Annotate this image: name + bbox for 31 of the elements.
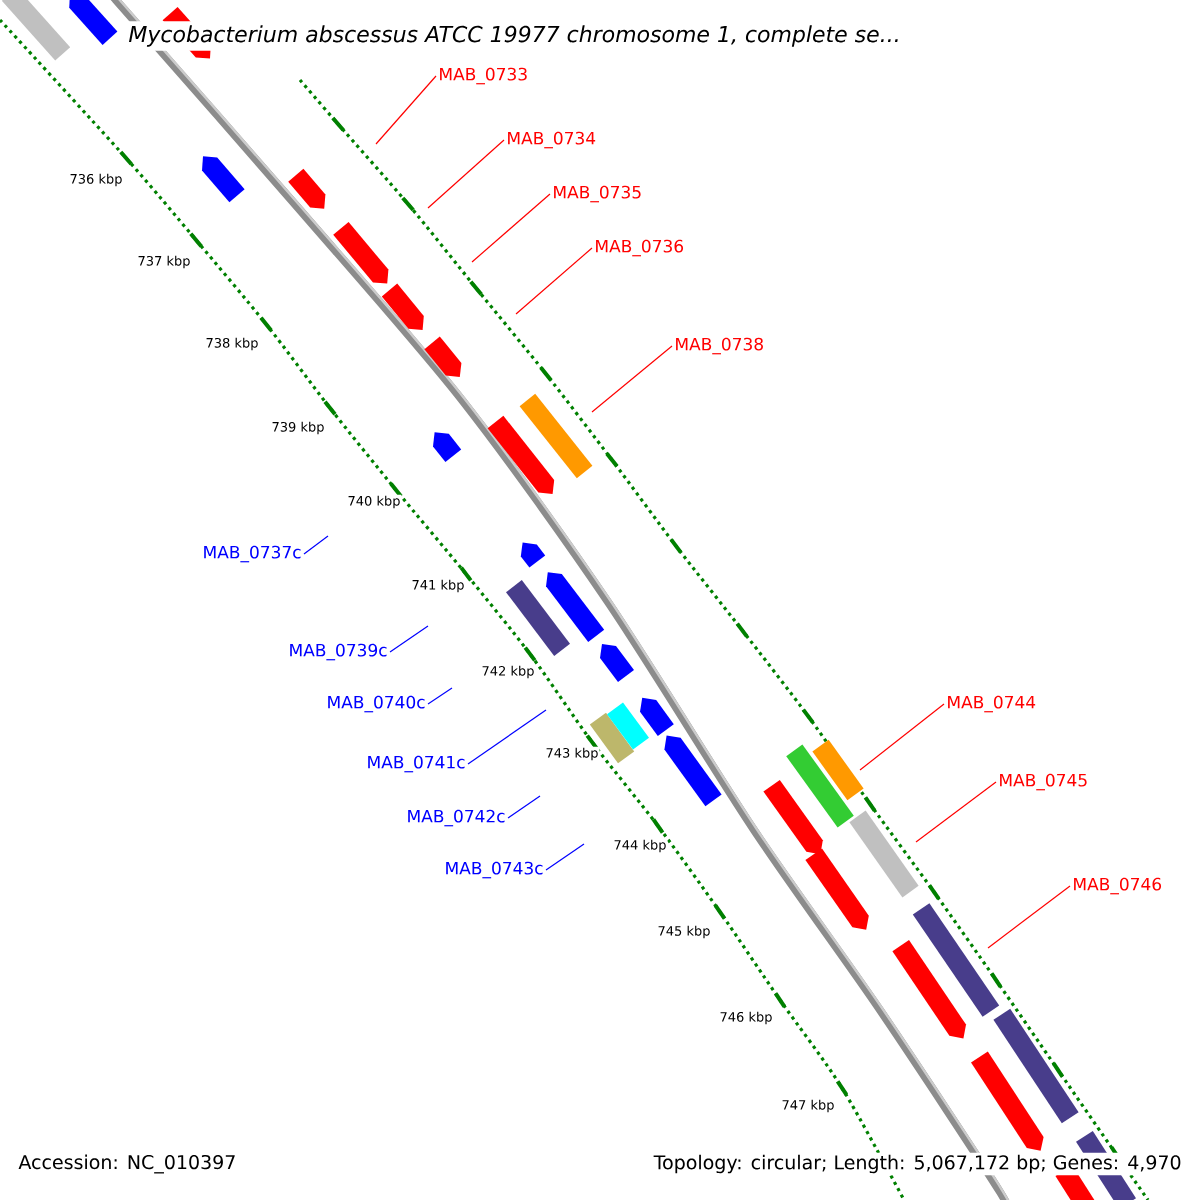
leader-line: [987, 885, 1071, 949]
leader-line: [471, 193, 551, 263]
leader-line: [545, 843, 585, 871]
gene-label: MAB_0737c: [204, 545, 301, 563]
gene-label: MAB_0738: [676, 337, 763, 355]
gene-label: MAB_0740c: [328, 695, 425, 713]
leader-line: [515, 247, 593, 315]
gene-label: MAB_0742c: [408, 809, 505, 827]
leader-line: [915, 781, 997, 843]
footer-text: Topology: circular; Length: 5,067,172 bp; Genes: 4,970: [651, 1152, 1184, 1176]
title: Mycobacterium abscessus ATCC 19977 chromosome 1, complete se...: [124, 21, 905, 51]
leader-line: [591, 345, 673, 413]
gene-label: MAB_0736: [596, 239, 684, 257]
gene-label: MAB_0741c: [368, 755, 465, 773]
footer-text: Accession: NC_010397: [18, 1154, 235, 1174]
gene-label: MAB_0734: [508, 131, 596, 149]
gene-label: MAB_0744: [948, 695, 1036, 713]
gene-label: MAB_0743c: [446, 861, 543, 879]
leader-line: [427, 687, 453, 705]
leader-line: [427, 139, 505, 209]
leader-line: [467, 709, 547, 765]
gene-label: MAB_0735: [554, 185, 641, 203]
leader-line: [507, 795, 541, 819]
leader-line: [859, 703, 945, 771]
leader-line: [303, 535, 329, 555]
gene-label: MAB_0745: [1000, 773, 1087, 791]
gene-label: MAB_0733: [440, 67, 527, 85]
leader-line: [389, 625, 429, 653]
gene-label: MAB_0746: [1074, 877, 1162, 895]
gene-label: MAB_0739c: [290, 643, 387, 661]
leader-line: [375, 75, 437, 145]
